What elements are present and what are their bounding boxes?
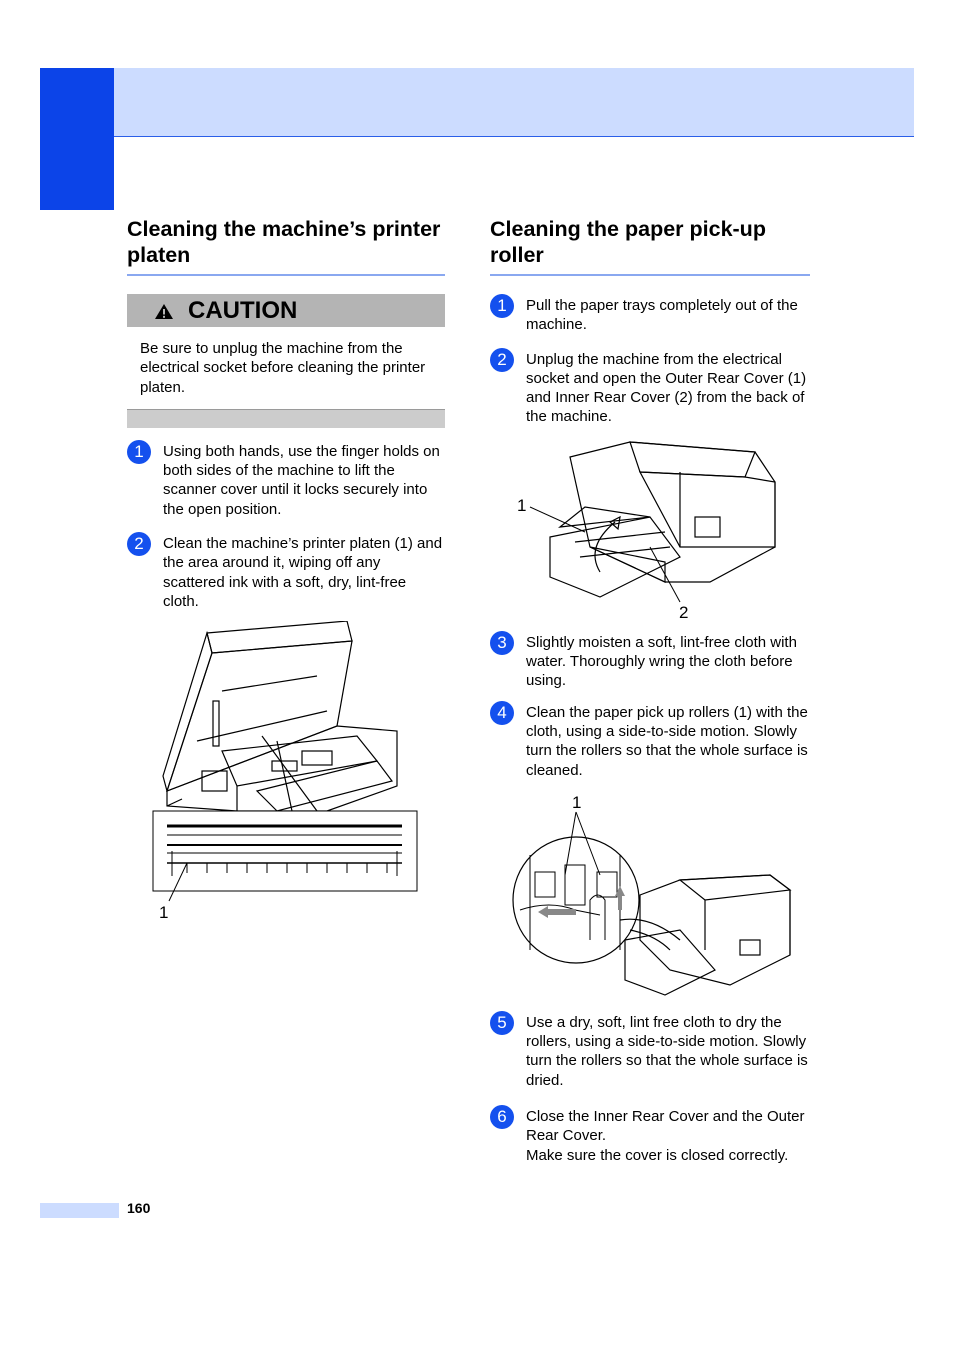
header-band [114,68,914,137]
step-text: Close the Inner Rear Cover and the Outer… [526,1108,805,1145]
step-number: 6 [490,1105,514,1130]
step-text: Clean the machine’s printer platen (1) a… [163,535,443,610]
step-number: 5 [490,1010,514,1035]
printer-platen-illustration: 1 [152,621,418,922]
pickup-roller-illustration: 1 [512,793,792,996]
list-item: 1 Pull the paper trays completely out of… [490,294,810,335]
right-column: Cleaning the paper pick-up roller 1 Pull… [490,216,810,1165]
page-number: 160 [127,1200,151,1216]
figure-callout: 1 [572,793,581,812]
caution-footer-bar [127,408,445,428]
step-text: Use a dry, soft, lint free cloth to dry … [526,1013,808,1089]
step-text-note: Make sure the cover is closed correctly. [526,1146,789,1164]
caution-text: Be sure to unplug the machine from the e… [140,340,426,396]
figure-callout: 1 [159,903,168,922]
step-number: 1 [490,294,514,318]
list-item: 1 Using both hands, use the finger holds… [127,439,445,519]
list-item: 3 Slightly moisten a soft, lint-free clo… [490,630,810,691]
list-item: 5 Use a dry, soft, lint free cloth to dr… [490,1010,810,1090]
left-column: Cleaning the machine’s printer platen CA… [127,216,445,941]
step-number: 1 [127,439,151,464]
step-text: Unplug the machine from the electrical s… [526,350,807,426]
list-item: 4 Clean the paper pick up rollers (1) wi… [490,700,810,780]
step-text: Slightly moisten a soft, lint-free cloth… [526,633,797,690]
figure-callout: 2 [679,603,688,622]
step-number: 4 [490,700,514,725]
footer-bar [40,1203,119,1218]
step-number: 2 [490,347,514,372]
caution-title: CAUTION [188,297,298,324]
chapter-tab [40,68,114,210]
caution-banner: CAUTION [127,294,445,327]
step-text: Pull the paper trays completely out of t… [526,297,798,334]
step-text: Clean the paper pick up rollers (1) with… [526,703,808,779]
list-item: 2 Unplug the machine from the electrical… [490,347,810,427]
section-heading-roller: Cleaning the paper pick-up roller [490,216,810,276]
step-number: 3 [490,630,514,655]
section-heading-platen: Cleaning the machine’s printer platen [127,216,445,276]
step-number: 2 [127,532,151,557]
rear-cover-illustration: 1 2 [517,441,776,622]
list-item: 2 Clean the machine’s printer platen (1)… [127,532,445,611]
figure-callout: 1 [517,496,526,515]
step-text: Using both hands, use the finger holds o… [163,442,440,518]
list-item: 6 Close the Inner Rear Cover and the Out… [490,1105,810,1165]
warning-triangle-icon [155,304,173,319]
